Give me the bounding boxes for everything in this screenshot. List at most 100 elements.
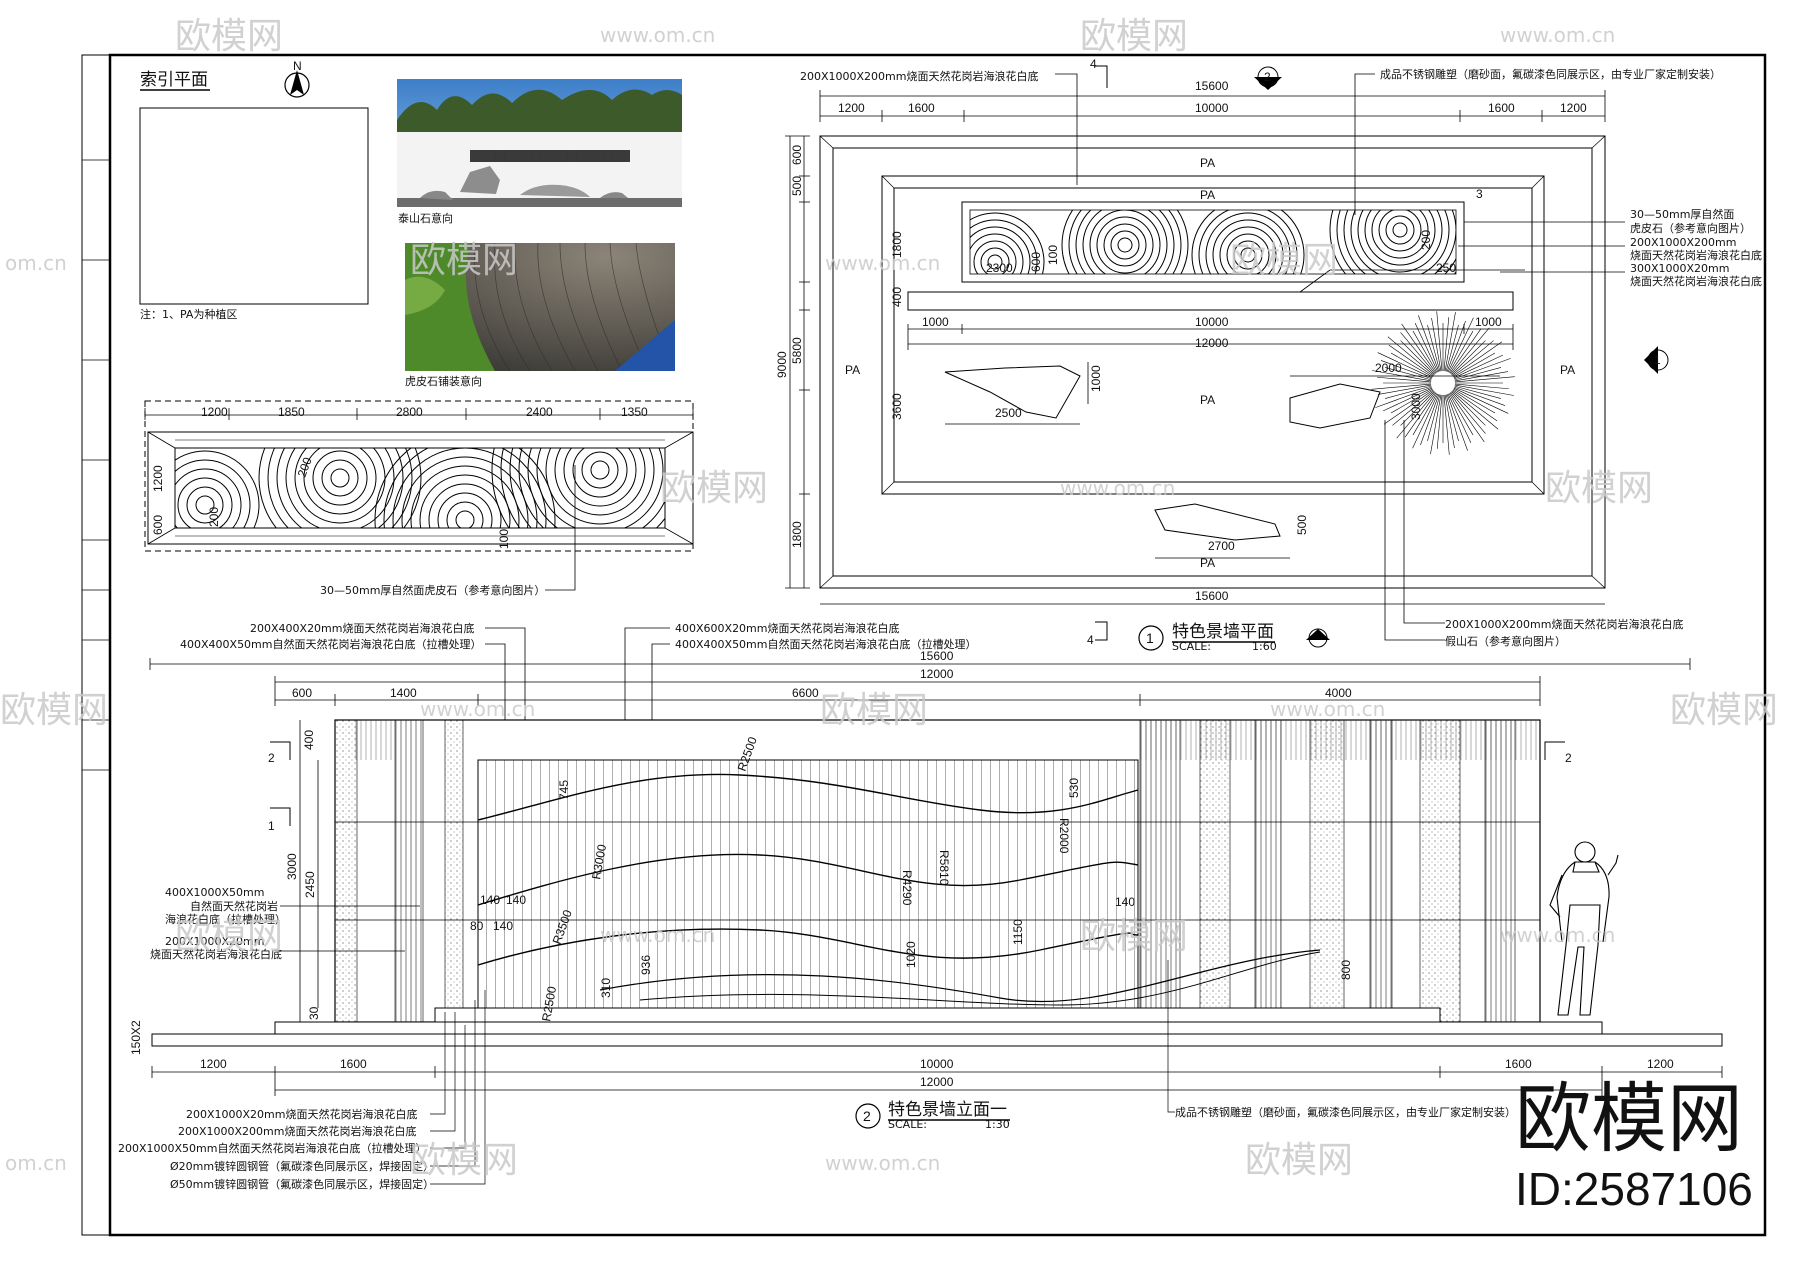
elev-inner-7: 1020 [904, 941, 918, 968]
plan-inner-3: 200 [1419, 230, 1433, 250]
plan-rnote-2: 200X1000X200mm [1630, 236, 1737, 249]
watermark-brand-4: 欧模网 [1230, 240, 1338, 281]
elev-right-note: 成品不锈钢雕塑（磨砂面，氟碳漆色同展示区，由专业厂家定制安装） [1175, 1105, 1516, 1119]
watermark-layer: 欧模网 欧模网 www.om.cn www.om.cn om.cn 欧模网 ww… [0, 16, 1778, 1181]
elev-left-dim-4: 150X2 [129, 1020, 143, 1055]
watermark-site-5: www.om.cn [1060, 476, 1175, 500]
wall-stone-columns [334, 719, 1540, 1023]
photo-taishan-stone: 泰山石意向 [397, 79, 682, 225]
rock-3 [1154, 503, 1281, 541]
watermark-site-3: om.cn [5, 251, 67, 275]
watermark-brand-10: 欧模网 [175, 916, 283, 957]
strip-leader: 30—50mm厚自然面虎皮石（参考意向图片） [320, 583, 545, 597]
plan-top-dim-0: 1200 [838, 101, 865, 115]
elev-bottom-dim-3: 1600 [1505, 1057, 1532, 1071]
plan-left-dim-1: 500 [790, 176, 804, 196]
photo2-caption: 虎皮石铺装意向 [405, 374, 482, 388]
plan-right-notes: 30—50mm厚自然面 虎皮石（参考意向图片） 200X1000X200mm 烧… [1458, 207, 1762, 288]
elev-inner-5: 936 [639, 955, 653, 975]
elev-lnote-0: 400X1000X50mm [165, 886, 265, 899]
human-scale-figure [1549, 841, 1619, 1016]
svg-text:1: 1 [1146, 630, 1154, 646]
plan-top-dim-3: 1600 [1488, 101, 1515, 115]
plant-starburst-icon [1371, 311, 1515, 455]
watermark-brand-13: 欧模网 [1245, 1140, 1353, 1181]
pa-label-4: PA [1200, 393, 1215, 407]
radius-3: R2500 [539, 985, 559, 1023]
svg-text:1: 1 [1654, 353, 1661, 367]
watermark-brand-7: 欧模网 [0, 690, 108, 731]
elev-title-block: 2 特色景墙立面一 SCALE: 1:30 [855, 1100, 1010, 1131]
index-plan-title: 索引平面 [140, 70, 208, 90]
plan-mid-dim-1: 10000 [1195, 315, 1229, 329]
plan-left-dim-5: 3600 [890, 393, 904, 420]
elev-scale: 1:30 [985, 1118, 1010, 1131]
plan-top-dim-4: 1200 [1560, 101, 1587, 115]
elev-bnote-1: 200X1000X200mm烧面天然花岗岩海浪花白底 [178, 1124, 417, 1138]
elev-inner-0: 745 [557, 780, 571, 800]
watermark-brand-12: 欧模网 [410, 1140, 518, 1181]
elev-title: 特色景墙立面一 [888, 1100, 1007, 1120]
plan-section-symbol-2: 2 [1254, 66, 1282, 90]
plan-inner-8: 3000 [1409, 393, 1423, 420]
watermark-brand-8: 欧模网 [820, 690, 928, 731]
elev-inner-9: 530 [1067, 778, 1081, 798]
svg-text:SCALE:: SCALE: [1172, 640, 1211, 653]
elev-inner-8: 1150 [1011, 919, 1025, 945]
watermark-brand-5: 欧模网 [660, 468, 768, 509]
elev-mark-1: 1 [268, 819, 275, 833]
elev-inner-11: 800 [1339, 960, 1353, 980]
strip-dim-2: 2800 [396, 405, 423, 419]
elev-inner-1: 140 [480, 893, 500, 907]
elev-lnote-2: 海浪花白底（拉槽处理） [165, 912, 286, 926]
plan-top-dim-2: 10000 [1195, 101, 1229, 115]
strip-dim-1: 1850 [278, 405, 305, 419]
elev-mark-0: 2 [268, 751, 275, 765]
watermark-brand-11: 欧模网 [1080, 916, 1188, 957]
watermark-id: ID:2587106 [1515, 1163, 1753, 1215]
plan-rnote-0: 30—50mm厚自然面 [1630, 207, 1734, 221]
plan-left-dim-0: 600 [790, 145, 804, 165]
elev-top-dim-2: 6600 [792, 686, 819, 700]
elev-inner-3: 80 [470, 919, 484, 933]
elev-bnote-3: Ø20mm镀锌圆钢管（氟碳漆色同展示区，焊接固定） [170, 1159, 434, 1173]
plan-total-top: 15600 [1195, 79, 1229, 93]
watermark-brand-6: 欧模网 [1545, 468, 1653, 509]
plan-rnote-3: 烧面天然花岗岩海浪花白底 [1630, 248, 1762, 262]
radius-4: R5810 [937, 850, 951, 886]
pa-label-2: PA [1200, 188, 1215, 202]
watermark-brand-2: 欧模网 [1080, 16, 1188, 57]
elev-total: 15600 [920, 649, 954, 663]
svg-text:2: 2 [863, 1108, 871, 1124]
pa-label-6: PA [1200, 556, 1215, 570]
elev-top-dim-3: 4000 [1325, 686, 1352, 700]
plan-rnote-5: 烧面天然花岗岩海浪花白底 [1630, 274, 1762, 288]
elev-left-dim-0: 400 [302, 730, 316, 750]
watermark-site-1: www.om.cn [600, 23, 715, 47]
elev-mark-2: 2 [1565, 751, 1572, 765]
elev-bottom-notes: 200X1000X20mm烧面天然花岗岩海浪花白底 200X1000X200mm… [118, 990, 486, 1191]
wave-curve-1 [477, 773, 1139, 821]
plan-rnote-4: 300X1000X20mm [1630, 262, 1730, 275]
feature-wall-plan: 200X1000X200mm烧面天然花岗岩海浪花白底 成品不锈钢雕塑（磨砂面，氟… [775, 57, 1762, 653]
strip-inner-0: 200 [295, 455, 315, 479]
watermark-brand-9: 欧模网 [1670, 690, 1778, 731]
wave-curve-2 [477, 853, 1139, 906]
strip-dim-4: 1350 [621, 405, 648, 419]
plan-section-symbol-1: 1 [1644, 346, 1669, 374]
watermark-big-brand: 欧模网 [1515, 1074, 1743, 1163]
plan-mark-0: 4 [1090, 57, 1097, 71]
strip-side-1: 600 [151, 515, 165, 535]
watermark-site-11: www.om.cn [825, 1151, 940, 1175]
sculpture-curve [599, 949, 1321, 1003]
watermark-site-9: www.om.cn [1500, 923, 1615, 947]
plan-inner-5: 2500 [995, 406, 1022, 420]
plan-inner-6: 1000 [1089, 365, 1103, 392]
slat-panel [477, 759, 1139, 1013]
watermark-site-6: www.om.cn [420, 697, 535, 721]
plan-inner-2: 100 [1046, 245, 1060, 265]
elev-inner-4: 140 [493, 919, 513, 933]
strip-dim-0: 1200 [201, 405, 228, 419]
elev-bottom-dim-0: 1200 [200, 1057, 227, 1071]
